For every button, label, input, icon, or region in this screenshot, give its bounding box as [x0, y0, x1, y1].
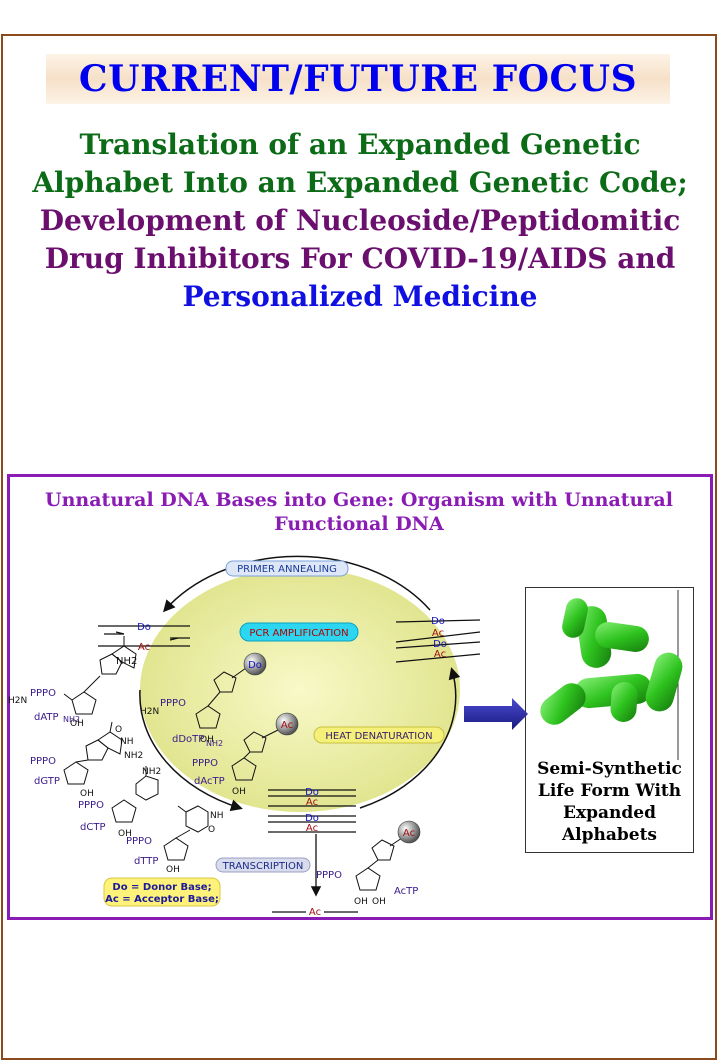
- pcr-amplification-label: PCR AMPLIFICATION: [249, 628, 348, 639]
- cycle-arrow-right: [359, 667, 461, 809]
- life-form-line-3: Expanded: [563, 803, 656, 823]
- figure-title-line-1: Unnatural DNA Bases into Gene: Organism …: [45, 489, 673, 511]
- datp-pppo: PPPO: [30, 688, 56, 699]
- figure-title-line-2: Functional DNA: [274, 513, 444, 535]
- headline-line-4: Drug Inhibitors For COVID-19/AIDS and: [44, 242, 676, 275]
- dgtp-nh: NH: [120, 737, 134, 747]
- actp-oh-1: OH: [354, 897, 368, 907]
- do-ball-icon: [243, 652, 267, 676]
- ac-ball-label: Ac: [281, 720, 293, 731]
- dttp-o: O: [208, 825, 215, 835]
- cycle-arrow-top: [163, 555, 431, 613]
- figure-box: [7, 474, 713, 920]
- ddotp-h2n: H2N: [140, 707, 159, 717]
- dttp-label: dTTP: [134, 856, 158, 867]
- bottom-duplex-ac-1: Ac: [306, 797, 318, 808]
- page-frame: [1, 34, 717, 1060]
- bottom-duplex: [268, 789, 356, 833]
- dttp-nh: NH: [210, 811, 224, 821]
- headline: Translation of an Expanded Genetic Alpha…: [10, 126, 710, 316]
- dgtp-pppo: PPPO: [30, 756, 56, 767]
- dttp-oh: OH: [166, 865, 180, 875]
- cycle-circle: [140, 568, 460, 812]
- right-duplex-do-1: Do: [431, 616, 445, 627]
- datp-label: dATP: [34, 712, 59, 723]
- datp-nh2: NH2: [116, 656, 137, 667]
- life-form-line-2: Life Form With: [537, 781, 682, 801]
- right-duplex-ac-1: Ac: [432, 628, 444, 639]
- ddotp-sub: NH2: [206, 739, 223, 748]
- actp-oh-2: OH: [372, 897, 386, 907]
- bacteria-image: [540, 590, 683, 760]
- heat-denaturation-label: HEAT DENATURATION: [325, 731, 432, 742]
- datp-oh: OH: [70, 719, 84, 729]
- headline-line-2: Alphabet Into an Expanded Genetic Code;: [32, 166, 688, 199]
- left-duplex: [98, 625, 190, 647]
- life-form-line-4: Alphabets: [561, 825, 658, 845]
- dgtp-label: dGTP: [34, 776, 60, 787]
- dgtp-nh2: NH2: [124, 751, 143, 761]
- datp-sub: NH2: [63, 715, 80, 724]
- dactp-oh: OH: [232, 787, 246, 797]
- do-ball-label: Do: [248, 660, 262, 671]
- dctp-label: dCTP: [80, 822, 105, 833]
- bottom-duplex-do-1: Do: [305, 787, 319, 798]
- actp-label: AcTP: [394, 886, 418, 897]
- life-form-line-1: Semi-Synthetic: [537, 759, 682, 779]
- nucleotide-structures: [63, 636, 403, 891]
- transcript-ac: Ac: [309, 907, 321, 918]
- dctp-pppo: PPPO: [78, 800, 104, 811]
- focus-banner-title: CURRENT/FUTURE FOCUS: [78, 58, 638, 100]
- ddotp-oh: OH: [200, 735, 214, 745]
- bottom-duplex-ac-2: Ac: [306, 823, 318, 834]
- cycle-arrow-left: [139, 689, 243, 812]
- ac-ball-label-2: Ac: [403, 828, 415, 839]
- ddotp-pppo: PPPO: [160, 698, 186, 709]
- primer-annealing-label: PRIMER ANNEALING: [237, 564, 337, 575]
- legend-donor: Do = Donor Base;: [112, 882, 211, 893]
- right-duplex: [395, 619, 481, 663]
- transcription-pill: [215, 857, 311, 873]
- pcr-amplification-pill: [239, 622, 359, 642]
- dctp-nh2: NH2: [142, 767, 161, 777]
- focus-banner: CURRENT/FUTURE FOCUS: [46, 54, 670, 104]
- actp-pppo: PPPO: [316, 870, 342, 881]
- datp-h2n: H2N: [8, 696, 27, 706]
- dctp-oh: OH: [118, 829, 132, 839]
- dttp-pppo: PPPO: [126, 836, 152, 847]
- base-legend: [103, 877, 221, 907]
- life-form-caption: Semi-Synthetic Life Form With Expanded A…: [527, 758, 692, 846]
- ddotp-label: dDoTP: [172, 734, 204, 745]
- headline-line-1: Translation of an Expanded Genetic: [79, 128, 641, 161]
- dgtp-o: O: [115, 725, 122, 735]
- dactp-label: dAcTP: [194, 776, 225, 787]
- figure-title: Unnatural DNA Bases into Gene: Organism …: [14, 488, 704, 536]
- primer-annealing-pill: [225, 560, 349, 577]
- dgtp-oh: OH: [80, 789, 94, 799]
- bottom-duplex-do-2: Do: [305, 813, 319, 824]
- transcript-label-bg: [306, 905, 324, 917]
- transcription-label: TRANSCRIPTION: [222, 861, 304, 872]
- heat-denaturation-pill: [313, 726, 445, 744]
- result-arrow: [464, 698, 528, 730]
- headline-line-5: Personalized Medicine: [182, 280, 538, 313]
- left-duplex-do: Do: [137, 622, 151, 633]
- legend-acceptor: Ac = Acceptor Base;: [105, 894, 219, 905]
- left-duplex-ac: Ac: [138, 642, 150, 653]
- dactp-pppo: PPPO: [192, 758, 218, 769]
- right-duplex-do-2: Do: [433, 639, 447, 650]
- ac-ball-icon: [275, 712, 299, 736]
- headline-line-3: Development of Nucleoside/Peptidomitic: [39, 204, 681, 237]
- right-duplex-ac-2: Ac: [434, 649, 446, 660]
- ac-ball-icon-2: [397, 820, 421, 844]
